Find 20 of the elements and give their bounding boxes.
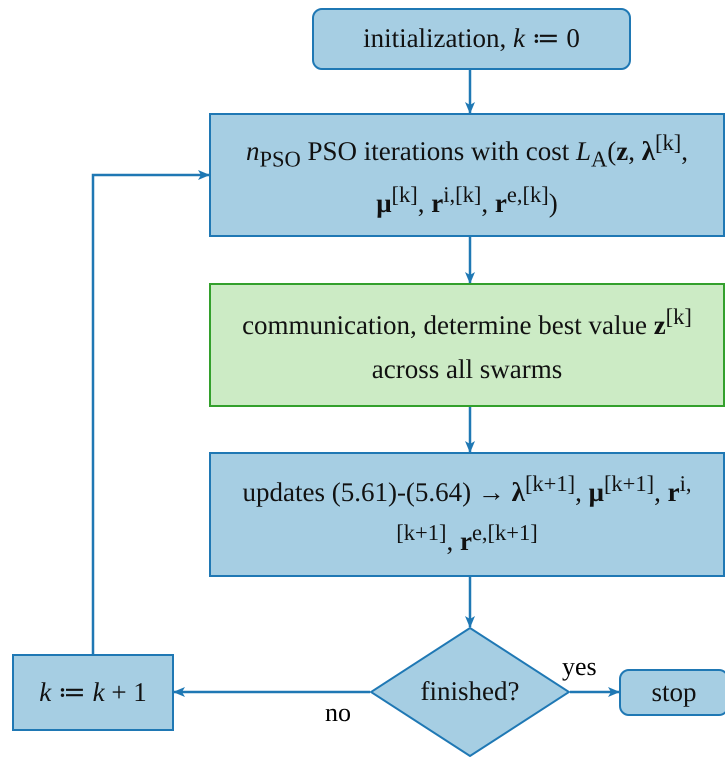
process-box	[209, 452, 725, 577]
arrow	[465, 577, 475, 628]
process-box	[12, 654, 174, 731]
arrow	[465, 237, 475, 284]
node-text: stop	[651, 676, 696, 709]
node-text: communication, determine best value z$^{[k]}$ across all swarms	[241, 303, 693, 386]
process-box	[209, 113, 725, 237]
node-text: finished?	[420, 675, 520, 708]
process-box	[209, 283, 725, 407]
arrow	[92, 170, 210, 654]
arrow	[465, 407, 475, 453]
end-box	[619, 669, 725, 716]
arrow	[173, 687, 370, 697]
node-text: updates (5.61)-(5.64) → λ$^{[k+1]}$, μ$^{[k+1]}$, r$^{i,}$$^{[k+1]}$, r$^{e,[k+1]}$	[241, 470, 692, 558]
node-text: initialization, k ≔ 0	[363, 22, 580, 56]
start-box	[312, 8, 631, 70]
node-text: n$_{PSO}$ PSO iterations with cost L$_{A}$(z, λ$^{[k]}$, μ$^{[k]}$, r$^{i,[k]}$, r$^{e,[k]}$)	[244, 128, 690, 220]
node-text: k ≔ k + 1	[39, 676, 147, 709]
arrow	[570, 687, 620, 697]
arrow	[465, 70, 475, 114]
